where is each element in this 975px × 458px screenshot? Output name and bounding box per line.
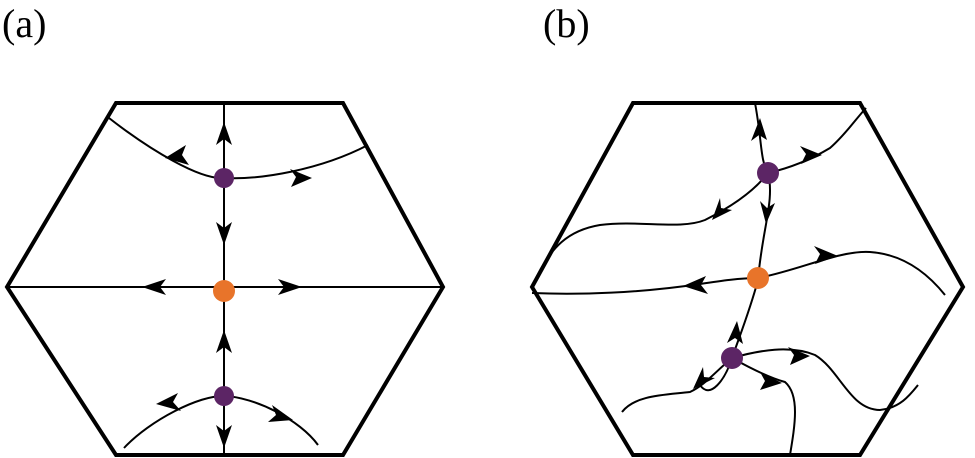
- saddle-point-a-center: [213, 280, 235, 302]
- panel-label-a: (a): [2, 1, 47, 46]
- arrow-a-bottom-down: [216, 425, 232, 448]
- arrow-a-bottom-arc-right: [268, 405, 293, 422]
- panel-label-b: (b): [543, 1, 590, 46]
- node-point-a-top: [214, 168, 234, 188]
- flow-line-b-upper-right: [767, 107, 867, 174]
- arrow-a-bottom-arc-left: [156, 393, 181, 411]
- arrow-b-upper-right: [800, 146, 822, 164]
- arrow-b-lower-left: [693, 367, 715, 389]
- node-point-b-top: [757, 162, 779, 184]
- arrow-b-lower-center: [760, 372, 782, 390]
- flow-line-b-lower-left: [621, 357, 733, 413]
- panel-a: [4, 101, 446, 457]
- panel-b: [529, 101, 966, 457]
- flow-line-a-top-arc: [108, 117, 369, 180]
- flow-line-b-lower-center: [731, 357, 796, 456]
- arrow-b-horizontal-left: [683, 276, 708, 294]
- arrow-b-lower-right: [788, 347, 810, 365]
- flow-line-b-horizontal: [531, 250, 946, 296]
- node-point-b-bottom: [721, 347, 743, 369]
- flow-line-b-upper-left: [531, 172, 769, 288]
- arrow-b-lower-up: [727, 321, 743, 344]
- arrow-a-mid-down: [216, 222, 232, 245]
- flow-line-b-lower-right: [731, 348, 919, 412]
- arrow-a-top-arc-left: [165, 145, 189, 165]
- arrow-b-mid-down: [760, 201, 775, 224]
- arrow-a-top-up: [216, 122, 232, 145]
- flow-line-b-main-diagonal: [699, 102, 772, 392]
- saddle-point-b-center: [747, 267, 769, 289]
- arrow-b-horizontal-right: [814, 246, 838, 264]
- arrow-a-lower-up: [216, 330, 232, 353]
- arrow-b-top-up: [751, 118, 767, 141]
- arrow-a-left: [142, 279, 166, 295]
- arrow-a-right: [278, 279, 302, 295]
- arrow-b-upper-left: [712, 198, 732, 220]
- node-point-a-bottom: [214, 386, 234, 406]
- arrow-a-top-arc-right: [290, 169, 312, 187]
